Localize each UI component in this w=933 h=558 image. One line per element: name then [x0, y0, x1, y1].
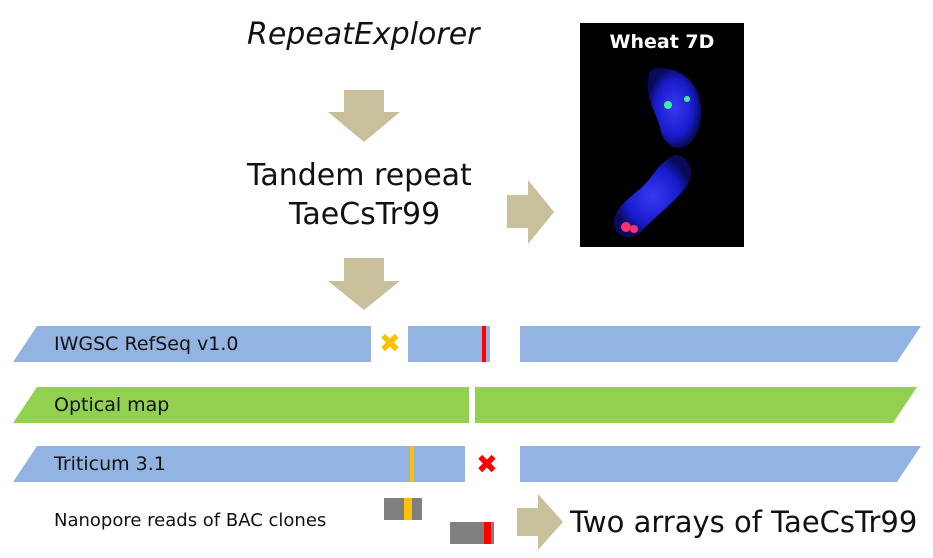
nanopore-read-2 — [450, 522, 494, 544]
optical-segment-2 — [475, 387, 917, 423]
microscopy-image: Wheat 7D — [580, 23, 744, 247]
track-label-optical: Optical map — [54, 394, 170, 416]
nanopore-label: Nanopore reads of BAC clones — [54, 510, 327, 531]
gap-marker-red-icon: ✖ — [476, 450, 498, 480]
refseq-segment-3 — [520, 326, 921, 362]
nanopore-read-2-red — [484, 522, 491, 544]
result-text: Two arrays of TaeCsTr99 — [570, 505, 918, 539]
nanopore-read-1-orange — [404, 498, 412, 520]
track-label-triticum: Triticum 3.1 — [54, 453, 166, 475]
tandem-repeat-line1: Tandem repeat — [247, 158, 472, 193]
right-arrow-result — [517, 494, 563, 550]
optical-segment-1 — [13, 387, 469, 423]
triticum-orange-marker — [410, 446, 414, 482]
triticum-segment-2 — [520, 446, 921, 482]
down-arrow-2 — [328, 258, 400, 310]
tandem-repeat-line2: TaeCsTr99 — [289, 197, 441, 232]
microscopy-title: Wheat 7D — [609, 31, 715, 53]
nanopore-read-1 — [384, 498, 422, 520]
down-arrow-1 — [328, 90, 400, 142]
repeatexplorer-title: RepeatExplorer — [247, 17, 480, 52]
chromosome-image — [614, 67, 702, 238]
right-arrow-microscopy — [507, 180, 554, 244]
track-label-refseq: IWGSC RefSeq v1.0 — [54, 333, 239, 355]
refseq-red-marker — [482, 326, 486, 362]
gap-marker-orange-icon: ✖ — [379, 329, 401, 359]
refseq-segment-2 — [408, 326, 490, 362]
triticum-segment-1 — [13, 446, 465, 482]
refseq-segment-1 — [13, 326, 371, 362]
